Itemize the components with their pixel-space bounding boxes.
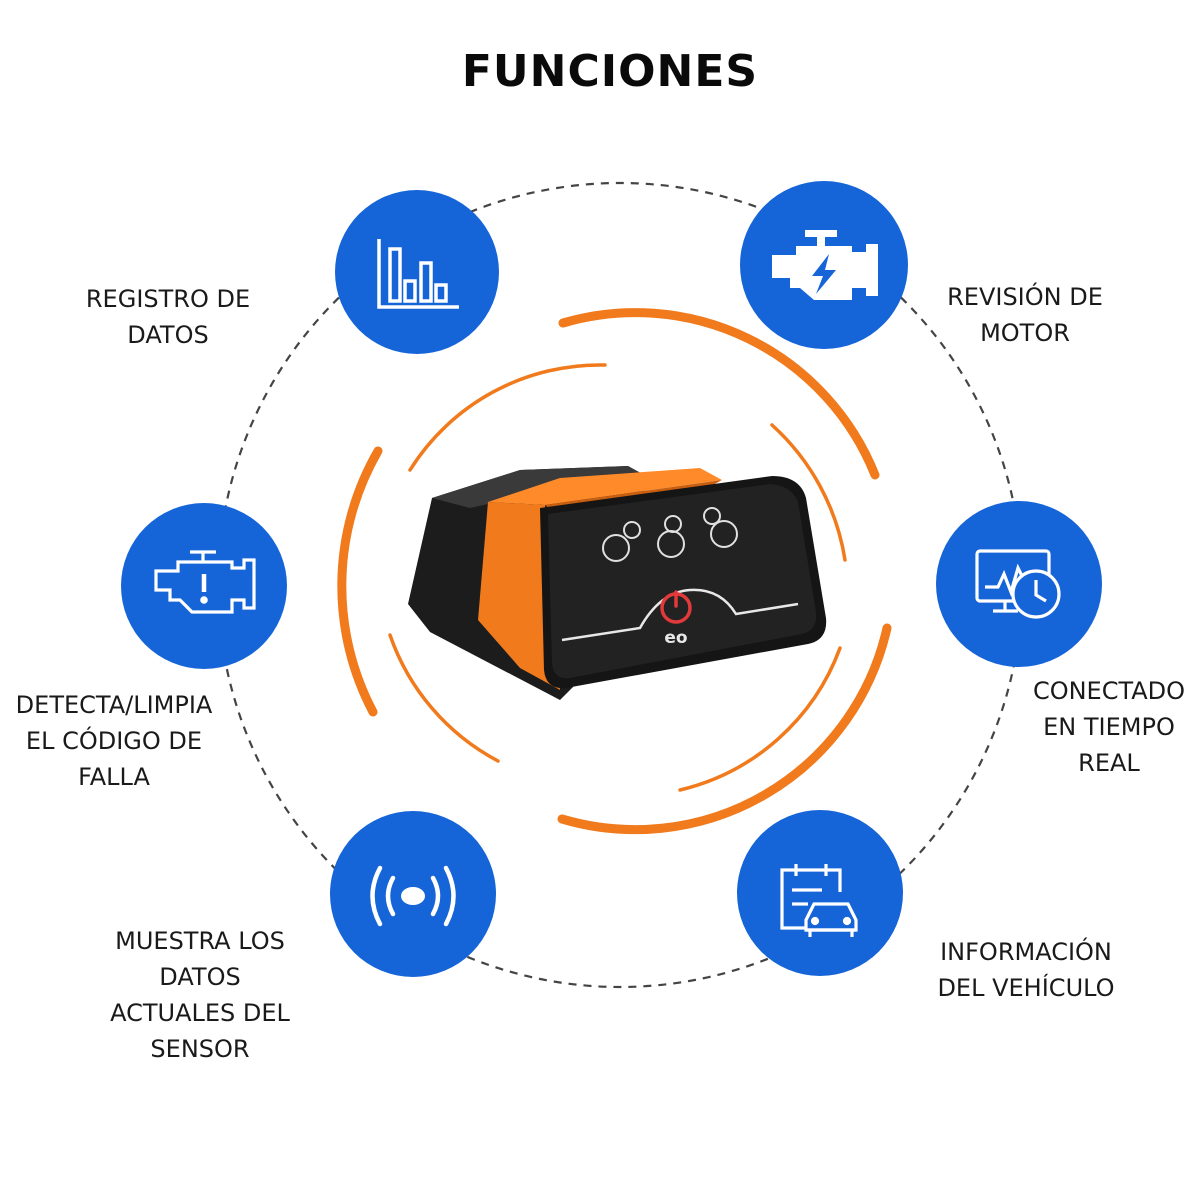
arc-outer-bottom: [557, 623, 892, 835]
arc-inner-bottom-right: [678, 646, 842, 792]
monitor-clock-icon: [975, 549, 1061, 619]
feature-label-info: INFORMACIÓN DEL VEHÍCULO: [937, 938, 1115, 1002]
feature-circle-conectado: [936, 501, 1102, 667]
engine-bolt-icon: [772, 230, 878, 300]
page-title: FUNCIONES: [461, 46, 759, 97]
vehicle-info-icon: [780, 864, 858, 937]
bar-chart-icon: [377, 239, 459, 309]
feature-circle-registro: [335, 190, 499, 354]
feature-circle-motor: [740, 181, 908, 349]
arc-outer-left: [337, 446, 383, 717]
feature-circle-detecta: [121, 503, 287, 669]
feature-label-muestra: MUESTRA LOS DATOS ACTUALES DEL SENSOR: [110, 927, 290, 1063]
arc-outer-top: [558, 308, 880, 480]
feature-label-conectado: CONECTADO EN TIEMPO REAL: [1032, 677, 1186, 777]
device-brand-mark: eo: [664, 628, 687, 648]
arc-inner-top-left: [408, 363, 607, 472]
feature-label-registro: REGISTRO DE DATOS: [85, 285, 251, 349]
feature-label-motor: REVISIÓN DE MOTOR: [947, 283, 1103, 347]
obd2-scanner-icon: eo: [408, 466, 827, 700]
arc-inner-top-right: [770, 423, 847, 562]
arc-inner-bottom-left: [388, 633, 500, 763]
check-engine-icon: [154, 550, 256, 614]
orange-arcs: [337, 308, 892, 835]
feature-circle-info: [737, 810, 903, 976]
sensor-signal-icon: [370, 865, 456, 927]
device-status-icons: [602, 507, 738, 562]
feature-label-detecta: DETECTA/LIMPIA EL CÓDIGO DE FALLA: [15, 691, 213, 791]
feature-circle-muestra: [330, 811, 496, 977]
